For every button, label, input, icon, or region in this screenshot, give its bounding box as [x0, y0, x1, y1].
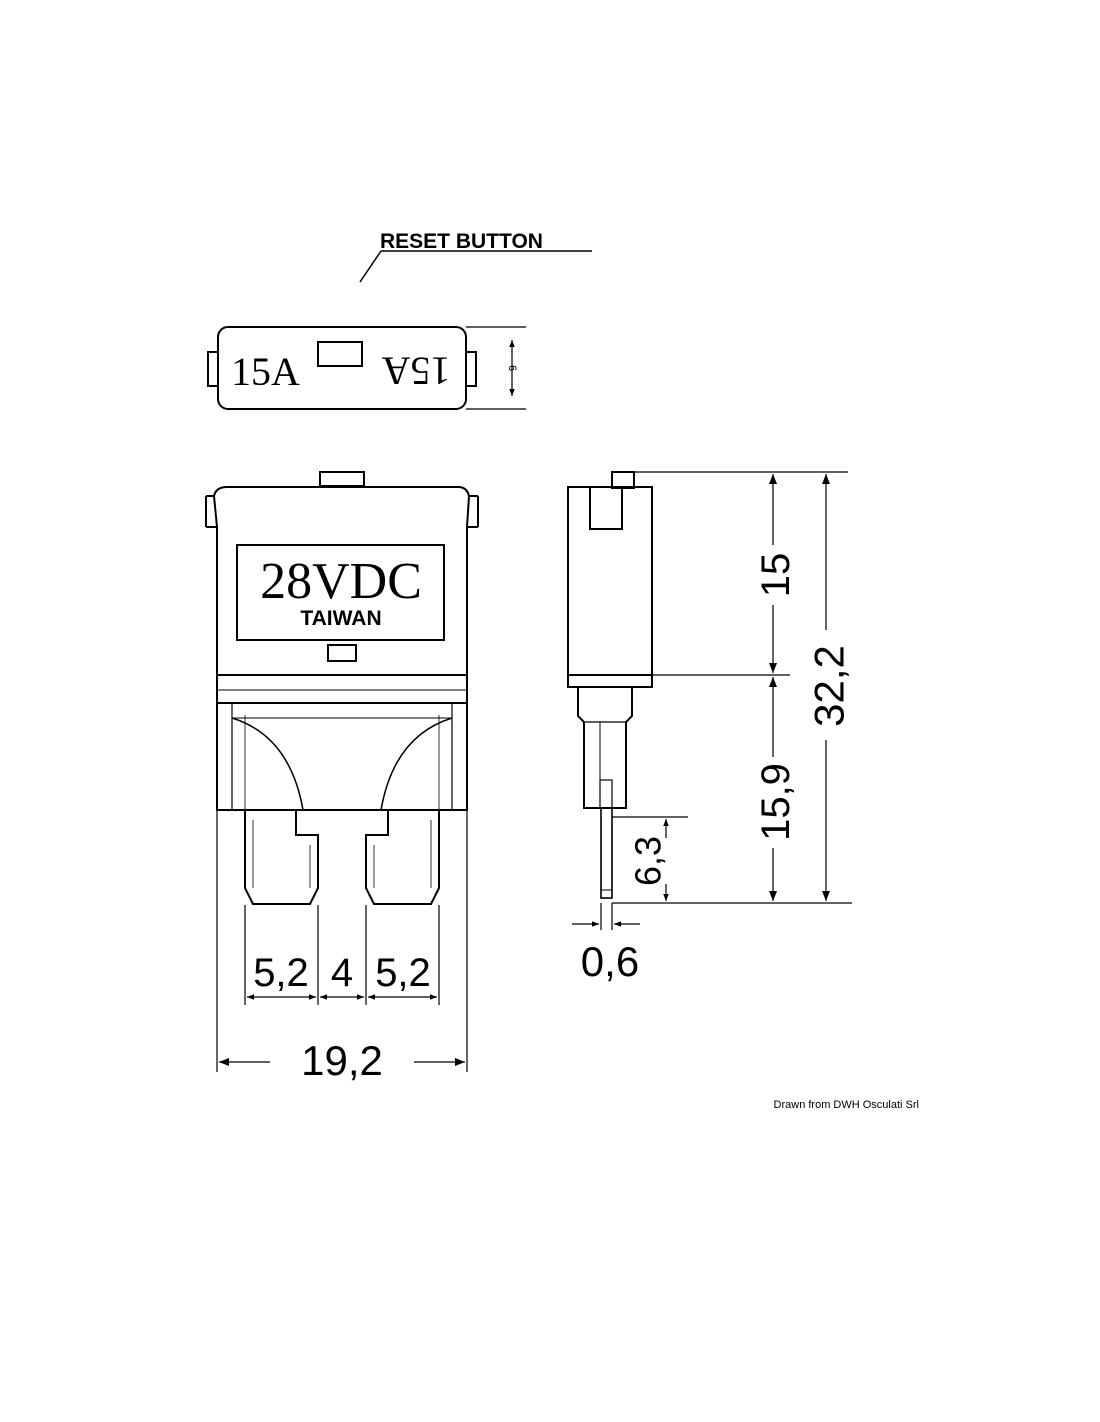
front-view-indicator — [327, 644, 357, 662]
dim-total-width: 19,2 — [301, 1037, 383, 1084]
dim-body-height: 15 — [754, 553, 798, 598]
side-view-body — [567, 486, 653, 676]
dim-pin-thickness: 0,6 — [581, 938, 639, 985]
dim-pin-length: 6,3 — [628, 836, 669, 886]
top-view-reset-button — [317, 341, 363, 367]
reset-button-label: RESET BUTTON — [380, 230, 543, 253]
front-view — [205, 471, 479, 1072]
side-view-stem — [577, 687, 633, 809]
top-view — [207, 326, 526, 410]
dim-total-height: 32,2 — [806, 645, 853, 727]
front-view-voltage: 28VDC — [260, 553, 422, 610]
front-view-blade-left — [244, 810, 319, 905]
front-view-label-panel — [236, 544, 445, 641]
dim-blade-left: 5,2 — [253, 951, 309, 995]
front-view-band — [216, 674, 468, 704]
side-view — [567, 471, 852, 930]
side-view-pin — [600, 807, 613, 899]
top-view-right-tab — [465, 351, 477, 387]
side-view-window — [589, 486, 623, 530]
dim-blade-height: 15,9 — [754, 763, 798, 841]
top-view-height-dim: 6 — [506, 365, 518, 371]
top-view-left-tab — [207, 351, 219, 387]
side-view-band — [567, 674, 653, 688]
dim-blade-right: 5,2 — [375, 951, 431, 995]
side-view-cap — [611, 471, 635, 489]
front-view-origin: TAIWAN — [300, 607, 381, 630]
front-view-lower-housing — [216, 703, 468, 811]
credit-text: Drawn from DWH Osculati Srl — [774, 1099, 919, 1111]
dim-blade-gap: 4 — [331, 951, 353, 995]
top-view-rating-left: 15A — [231, 349, 300, 394]
reset-leader — [359, 250, 592, 283]
front-view-blade-right — [365, 810, 440, 905]
front-view-reset-button — [319, 471, 365, 487]
top-view-rating-right: 15A — [381, 349, 450, 394]
